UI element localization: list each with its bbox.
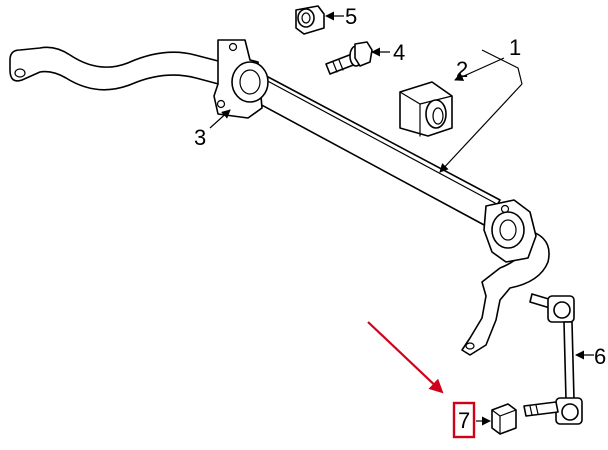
callout-5: 5 [345, 4, 357, 29]
leader-3 [209, 109, 231, 129]
bushing-inner [499, 219, 517, 241]
stud-thread [535, 404, 539, 415]
nut-hole [301, 12, 311, 24]
bolt-thread [338, 59, 344, 71]
link-upper-socket [553, 301, 571, 319]
leader-1 [481, 49, 523, 85]
stabilizer-bar [9, 46, 550, 356]
leader-lines [209, 11, 594, 426]
callout-1: 1 [509, 35, 521, 60]
bolt-thread [332, 61, 338, 73]
link-rod [563, 321, 575, 401]
left-bushing-bracket [213, 39, 269, 119]
bushing-inner [239, 69, 261, 95]
bushing-bore [425, 99, 447, 129]
end-hole [14, 68, 26, 78]
nut-face [297, 8, 315, 28]
leader-1-to-bar [439, 83, 523, 173]
bushing-ring [491, 211, 525, 249]
stud-thread [529, 405, 533, 416]
bushing-part [399, 81, 453, 137]
bracket-bolt-hole [228, 42, 238, 52]
bolt-head [354, 41, 373, 67]
callout-4: 4 [393, 40, 405, 65]
right-bushing-bracket [483, 199, 537, 263]
link-nut-body [491, 403, 517, 435]
nut-part [295, 5, 325, 35]
highlight-arrow [367, 321, 444, 394]
link-lower-stud [523, 401, 559, 417]
callout-7: 7 [458, 408, 470, 433]
link-nut-part [491, 403, 517, 435]
tube-highlight [261, 77, 496, 204]
callout-6: 6 [594, 344, 606, 369]
stabilizer-bar-left-arm [9, 46, 227, 91]
highlight-box [452, 401, 476, 439]
bushing-bore-inner [432, 107, 444, 125]
stabilizer-link-part [523, 293, 583, 425]
link-lower-socket [561, 403, 579, 421]
bushing-ring [231, 61, 269, 103]
callout-2: 2 [456, 57, 468, 82]
leader-1-to-bushing [454, 57, 505, 81]
callout-3: 3 [194, 125, 206, 150]
end-hole [465, 342, 475, 350]
bolt-part [325, 41, 373, 75]
bracket-bolt-hole [216, 99, 226, 109]
